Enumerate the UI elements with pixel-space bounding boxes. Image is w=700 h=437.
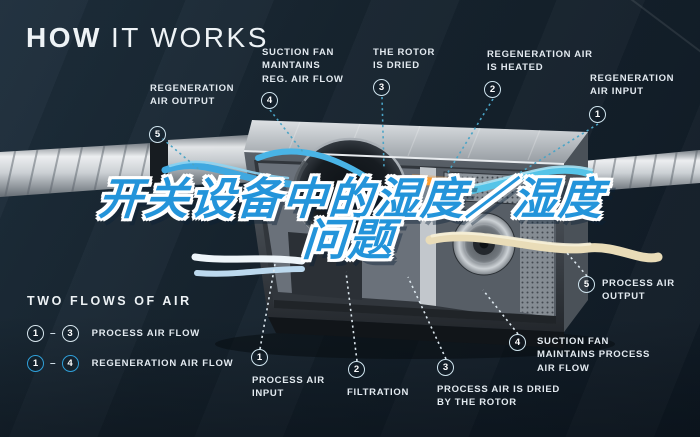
badge-bottom-5: 5 bbox=[578, 276, 595, 293]
badge-top-5: 5 bbox=[149, 126, 166, 143]
badge-bottom-3: 3 bbox=[437, 359, 454, 376]
label-suction-fan-reg-air: SUCTION FAN MAINTAINS REG. AIR FLOW bbox=[262, 47, 344, 85]
label-regeneration-air-output: REGENERATION AIR OUTPUT bbox=[150, 83, 235, 108]
label-regeneration-air-input: REGENERATION AIR INPUT bbox=[590, 73, 675, 98]
page-title: HOW IT WORKS bbox=[26, 22, 269, 54]
legend-row-process-air-flow: 1 – 3 PROCESS AIR FLOW bbox=[27, 325, 233, 342]
badge-bottom-1: 1 bbox=[251, 349, 268, 366]
badge-number: 2 bbox=[489, 84, 496, 95]
leader-lines bbox=[157, 96, 599, 362]
label-process-air-output: PROCESS AIR OUTPUT bbox=[602, 278, 675, 303]
legend-badge-to: 4 bbox=[61, 355, 79, 372]
badge-number: 5 bbox=[154, 129, 161, 140]
legend-badge-from: 1 bbox=[27, 325, 44, 342]
legend-label: PROCESS AIR FLOW bbox=[91, 328, 201, 339]
badge-number: 5 bbox=[583, 279, 590, 290]
legend-dash: – bbox=[50, 358, 56, 369]
badge-top-1: 1 bbox=[589, 106, 606, 123]
badge-number: 1 bbox=[594, 109, 601, 120]
legend-row-regeneration-air-flow: 1 – 4 REGENERATION AIR FLOW bbox=[27, 355, 233, 372]
title-light: IT WORKS bbox=[110, 22, 269, 53]
badge-number: 4 bbox=[266, 95, 273, 106]
label-filtration: FILTRATION bbox=[347, 387, 410, 398]
badge-bottom-2: 2 bbox=[348, 361, 365, 378]
airflow-swooshes bbox=[161, 148, 663, 277]
badge-number: 1 bbox=[256, 352, 263, 363]
badge-top-2: 2 bbox=[484, 81, 501, 98]
legend-two-flows: TWO FLOWS OF AIR 1 – 3 PROCESS AIR FLOW … bbox=[27, 294, 233, 372]
badge-top-3: 3 bbox=[373, 79, 390, 96]
badge-top-4: 4 bbox=[261, 92, 278, 109]
badge-number: 4 bbox=[514, 337, 521, 348]
badge-number: 3 bbox=[378, 82, 385, 93]
legend-label: REGENERATION AIR FLOW bbox=[91, 358, 234, 369]
label-process-air-input: PROCESS AIR INPUT bbox=[252, 375, 325, 400]
legend-heading: TWO FLOWS OF AIR bbox=[27, 294, 192, 308]
badge-bottom-4: 4 bbox=[509, 334, 526, 351]
label-regeneration-air-heated: REGENERATION AIR IS HEATED bbox=[487, 49, 593, 74]
label-rotor-is-dried: THE ROTOR IS DRIED bbox=[373, 47, 436, 72]
title-bold: HOW bbox=[26, 22, 102, 53]
badge-number: 3 bbox=[442, 362, 449, 373]
legend-badge-to: 3 bbox=[61, 325, 79, 342]
legend-dash: – bbox=[50, 328, 56, 339]
label-process-air-dried: PROCESS AIR IS DRIED BY THE ROTOR bbox=[437, 384, 560, 409]
label-suction-fan-process-air: SUCTION FAN MAINTAINS PROCESS AIR FLOW bbox=[537, 336, 651, 374]
legend-badge-from: 1 bbox=[27, 355, 44, 372]
badge-number: 2 bbox=[353, 364, 360, 375]
